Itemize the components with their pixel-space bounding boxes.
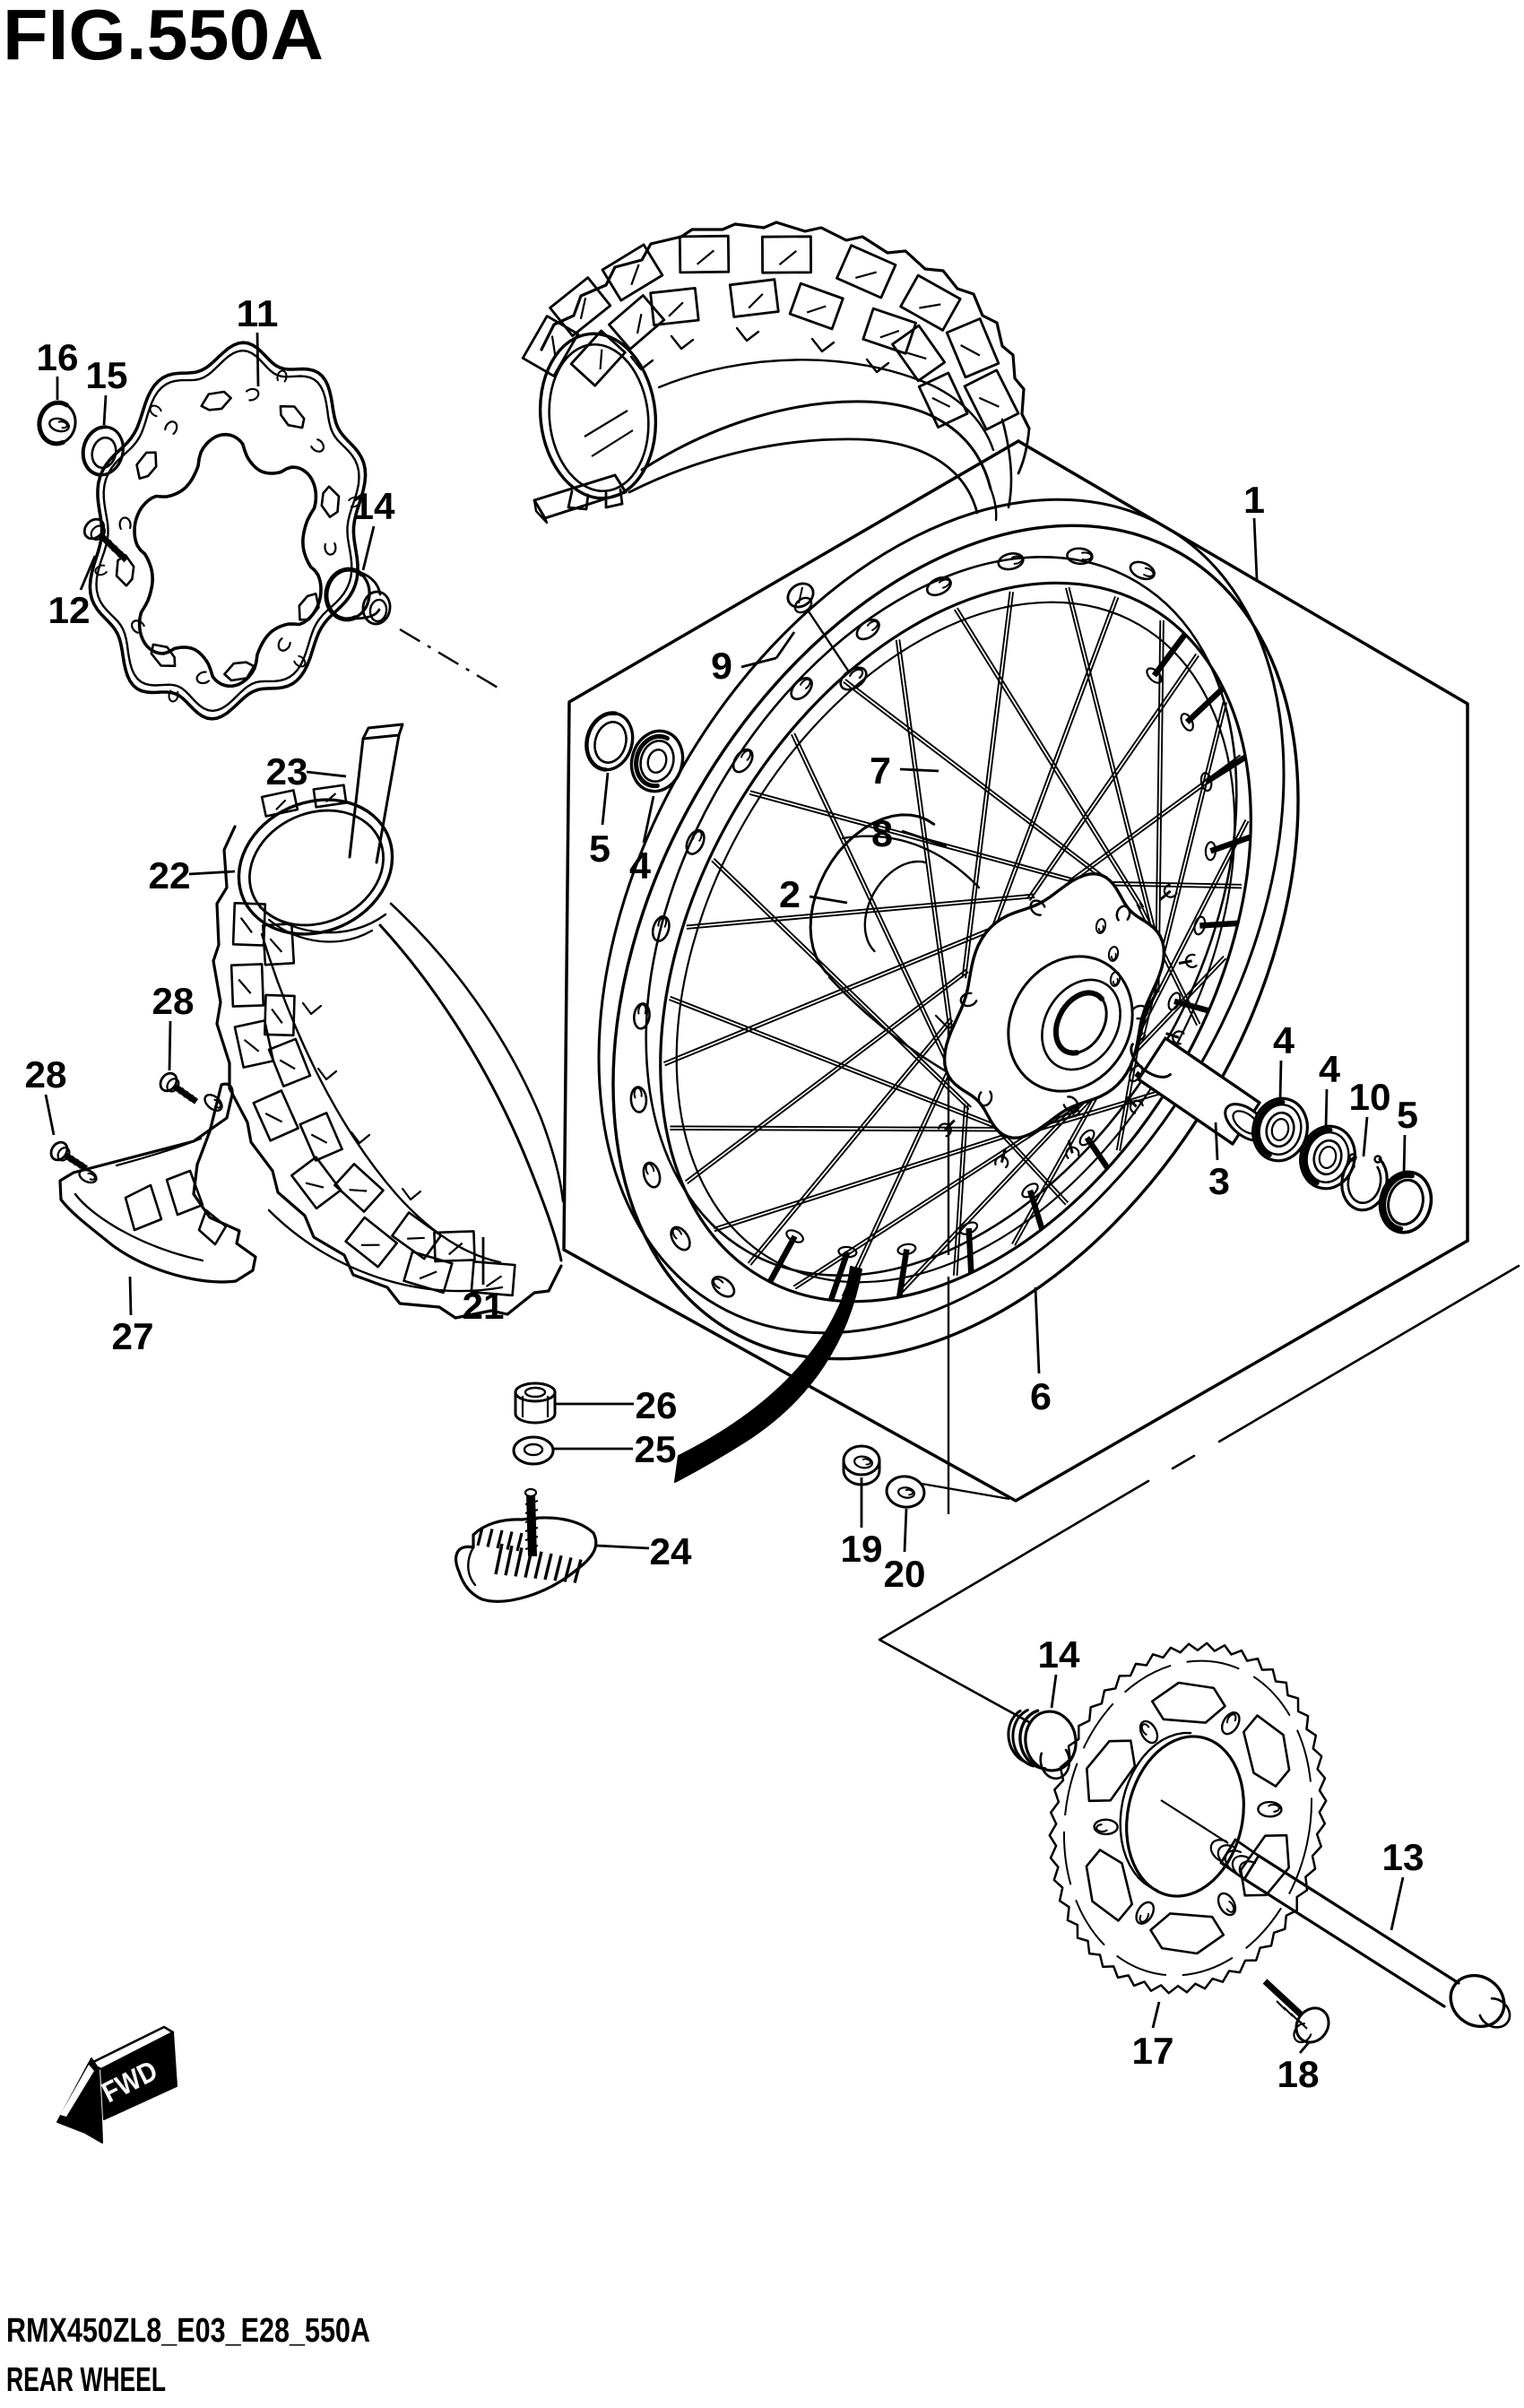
svg-text:27: 27 [112, 1315, 154, 1357]
svg-text:2: 2 [779, 873, 801, 915]
svg-text:21: 21 [463, 1285, 505, 1327]
svg-text:12: 12 [48, 589, 91, 631]
svg-text:26: 26 [636, 1384, 678, 1426]
svg-text:22: 22 [149, 854, 191, 897]
svg-text:FIG.550A: FIG.550A [3, 0, 324, 74]
svg-text:5: 5 [589, 827, 610, 870]
svg-text:28: 28 [25, 1053, 67, 1096]
svg-text:4: 4 [629, 845, 652, 887]
svg-text:4: 4 [1319, 1048, 1341, 1090]
svg-text:23: 23 [266, 750, 308, 793]
svg-text:13: 13 [1382, 1836, 1424, 1878]
svg-text:3: 3 [1208, 1160, 1230, 1202]
svg-text:14: 14 [353, 485, 396, 527]
svg-text:28: 28 [152, 980, 195, 1022]
svg-text:19: 19 [841, 1528, 883, 1570]
svg-text:9: 9 [711, 645, 732, 687]
svg-text:20: 20 [884, 1553, 926, 1595]
svg-text:11: 11 [237, 292, 279, 334]
svg-text:8: 8 [871, 812, 893, 854]
svg-text:1: 1 [1243, 479, 1265, 521]
svg-text:15: 15 [86, 354, 128, 396]
svg-text:24: 24 [650, 1530, 693, 1572]
svg-text:18: 18 [1277, 2053, 1320, 2095]
svg-text:10: 10 [1349, 1076, 1391, 1118]
svg-text:REAR WHEEL: REAR WHEEL [6, 2361, 166, 2399]
svg-text:4: 4 [1273, 1019, 1295, 1061]
svg-text:17: 17 [1132, 2030, 1174, 2072]
svg-text:25: 25 [635, 1428, 677, 1470]
svg-text:14: 14 [1038, 1633, 1081, 1676]
svg-text:5: 5 [1397, 1094, 1418, 1136]
svg-text:RMX450ZL8_E03_E28_550A: RMX450ZL8_E03_E28_550A [6, 2312, 370, 2350]
svg-text:16: 16 [37, 336, 79, 378]
svg-text:6: 6 [1030, 1375, 1052, 1417]
svg-text:7: 7 [870, 749, 891, 792]
